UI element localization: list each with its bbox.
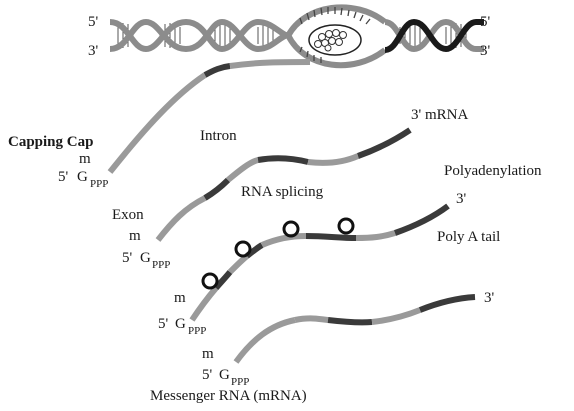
poly-a-tail-label: Poly A tail	[437, 229, 500, 245]
cap-3: m 5' G PPP	[158, 290, 206, 337]
cap-4: m 5' G PPP	[202, 346, 249, 388]
dna-helix	[109, 4, 484, 69]
dna-right-top-label: 5'	[480, 14, 491, 30]
dna-base-pairs	[117, 23, 467, 48]
strand4-junction	[327, 317, 373, 326]
dna-bubble-top	[285, 4, 387, 38]
cap-3-five-prime: 5'	[158, 316, 169, 332]
rna-strand-4	[233, 294, 476, 364]
cap-2-g: G	[140, 250, 151, 266]
binding-protein-2	[234, 240, 252, 258]
strand3-exon-a	[189, 286, 219, 322]
final-three-prime-label: 3'	[484, 290, 495, 306]
cap-4-g: G	[219, 367, 230, 383]
binding-proteins	[201, 217, 355, 290]
strand2-intron-a	[203, 177, 231, 201]
strand4-exon-a	[233, 317, 296, 364]
binding-protein-1	[201, 272, 219, 290]
cap-3-g: G	[175, 316, 186, 332]
cap-1: m 5' G PPP	[58, 151, 108, 190]
binding-protein-4	[337, 217, 355, 235]
strand4-exon-c	[371, 307, 422, 325]
bubble-ticks	[299, 7, 371, 63]
strand3-exon-c	[260, 233, 307, 248]
strand2-intron-c	[357, 127, 412, 159]
rna-splicing-label: RNA splicing	[241, 184, 324, 200]
cap-1-g: G	[77, 169, 88, 185]
dna-left-top-label: 5'	[88, 14, 99, 30]
intron-label: Intron	[200, 128, 237, 144]
dna-right-bottom-label: 3'	[480, 43, 491, 59]
cap-2-five-prime: 5'	[122, 250, 133, 266]
strand3-poly-a-tail	[394, 203, 450, 236]
cap-4-m: m	[202, 346, 214, 362]
strand2-exon-c	[307, 153, 360, 166]
rna-strand-3	[189, 203, 450, 322]
strand3-junction-a	[213, 270, 233, 290]
binding-protein-3	[282, 220, 300, 238]
strand1-exon-a	[107, 72, 207, 174]
capping-cap-label: Capping Cap	[8, 134, 93, 150]
dna-strand-b	[109, 18, 289, 53]
rna-strand-1	[107, 59, 311, 174]
strand1-intron	[203, 63, 231, 78]
three-prime-mrna-label: 3' mRNA	[411, 107, 468, 123]
strand2-exon-b	[226, 157, 259, 183]
strand4-exon-b	[294, 315, 329, 323]
exon-label: Exon	[112, 207, 144, 223]
cap-2: m 5' G PPP	[122, 228, 170, 271]
poly-three-prime-label: 3'	[456, 191, 467, 207]
cap-2-ppp: PPP	[152, 259, 170, 271]
strand2-exon-a	[155, 195, 207, 242]
strand1-exon-b	[229, 59, 311, 69]
messenger-rna-label: Messenger RNA (mRNA)	[150, 388, 307, 404]
cap-1-five-prime: 5'	[58, 169, 69, 185]
cap-4-ppp: PPP	[231, 376, 249, 388]
strand2-intron-b	[257, 155, 309, 165]
cap-3-m: m	[174, 290, 186, 306]
strand4-poly-a-tail	[418, 294, 476, 313]
cap-3-ppp: PPP	[188, 325, 206, 337]
dna-left-bottom-label: 3'	[88, 43, 99, 59]
polyadenylation-label: Polyadenylation	[444, 163, 542, 179]
rna-strand-2	[155, 127, 412, 242]
polymerase-nucleotides	[314, 29, 347, 52]
cap-4-five-prime: 5'	[202, 367, 213, 383]
cap-2-m: m	[129, 228, 141, 244]
dna-bubble-bottom	[285, 33, 387, 69]
strand3-exon-d	[355, 230, 396, 241]
dna-strand-d-dark	[384, 18, 484, 53]
cap-1-m: m	[79, 151, 91, 167]
cap-1-ppp: PPP	[90, 178, 108, 190]
strand3-exon-b	[227, 253, 249, 275]
strand3-junction-c	[305, 233, 357, 241]
